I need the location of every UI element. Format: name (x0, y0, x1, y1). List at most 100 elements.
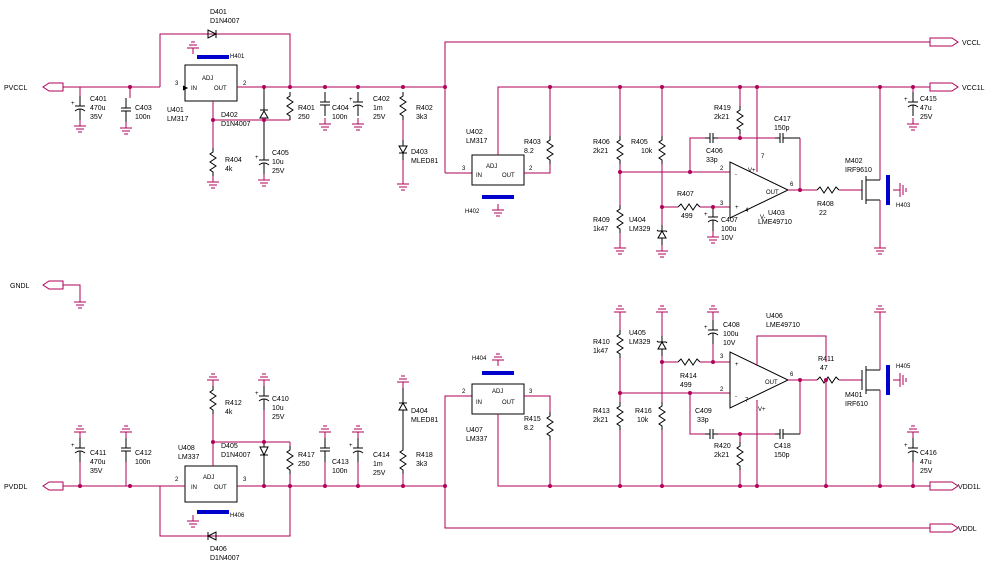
svg-text:M402: M402 (845, 158, 863, 165)
svg-text:U401: U401 (167, 107, 184, 114)
resistor-r408: R408 22 (816, 186, 840, 217)
resistor-r418: R418 3k3 (399, 445, 433, 475)
svg-text:D1N4007: D1N4007 (210, 18, 240, 25)
svg-text:R411: R411 (818, 356, 834, 363)
port-vddl: VDDL (929, 523, 977, 533)
svg-text:6: 6 (790, 372, 794, 378)
svg-text:PVDDL: PVDDL (4, 484, 27, 491)
regulator-u402: IN OUT ADJ 3 2 U402 LM317 (462, 129, 533, 186)
mosfet-m402: M402 IRF9610 (845, 158, 880, 204)
svg-text:8.2: 8.2 (524, 425, 534, 432)
resistor-r417: R417 250 (286, 445, 315, 475)
svg-text:2k21: 2k21 (593, 148, 608, 155)
diode-d406: D406 D1N4007 (206, 531, 240, 562)
svg-text:-: - (735, 394, 737, 400)
svg-text:OUT: OUT (214, 86, 227, 92)
svg-text:H404: H404 (472, 356, 487, 362)
svg-text:R405: R405 (631, 139, 648, 146)
svg-text:OUT: OUT (766, 190, 779, 196)
svg-text:D1N4007: D1N4007 (221, 452, 251, 459)
port-gndl: GNDL (10, 280, 64, 290)
svg-text:C416: C416 (920, 450, 937, 457)
svg-text:2k21: 2k21 (714, 452, 729, 459)
svg-text:H402: H402 (465, 209, 480, 215)
svg-text:10V: 10V (723, 340, 736, 347)
svg-text:150p: 150p (774, 125, 790, 132)
svg-text:MLED81: MLED81 (411, 158, 438, 165)
svg-text:1m: 1m (373, 105, 383, 112)
svg-text:35V: 35V (90, 468, 103, 475)
resistor-r414: R414 499 (677, 358, 701, 389)
svg-text:V-: V- (760, 215, 766, 221)
svg-text:R401: R401 (298, 105, 315, 112)
heatsink-h402: H402 (465, 195, 516, 217)
svg-text:4k: 4k (225, 409, 233, 416)
svg-text:10k: 10k (637, 417, 649, 424)
svg-text:-: - (735, 172, 737, 178)
svg-text:C418: C418 (774, 443, 791, 450)
port-vcc1l: VCC1L (929, 82, 985, 92)
svg-text:250: 250 (298, 114, 310, 121)
svg-text:3: 3 (243, 477, 247, 483)
svg-text:+: + (735, 205, 739, 211)
svg-text:47: 47 (820, 365, 828, 372)
led-d403: D403 MLED81 (396, 139, 438, 191)
cap-c404: C404 100n (318, 91, 349, 131)
svg-text:+: + (735, 362, 739, 368)
svg-text:OUT: OUT (214, 485, 227, 491)
heatsink-h401: H401 (186, 41, 245, 60)
resistor-r420: R420 2k21 (714, 441, 744, 471)
svg-text:H401: H401 (230, 54, 245, 60)
resistor-r419: R419 2k21 (714, 105, 744, 135)
svg-text:100u: 100u (723, 331, 739, 338)
svg-text:C412: C412 (135, 450, 152, 457)
svg-text:499: 499 (681, 213, 693, 220)
svg-text:H405: H405 (896, 364, 911, 370)
svg-text:ADJ: ADJ (202, 76, 213, 82)
cap-c403: C403 100n (119, 97, 152, 135)
svg-text:25V: 25V (920, 114, 933, 121)
svg-text:150p: 150p (774, 452, 790, 459)
resistor-r402: R402 3k3 (399, 91, 433, 121)
svg-text:R417: R417 (298, 452, 315, 459)
svg-text:M401: M401 (845, 392, 863, 399)
svg-text:R418: R418 (416, 452, 433, 459)
svg-text:2: 2 (243, 81, 247, 87)
diode-d401: D401 D1N4007 (207, 9, 240, 39)
port-vdd1l: VDD1L (929, 481, 981, 491)
svg-text:V+: V+ (748, 168, 756, 174)
heatsink-h404: H404 (472, 353, 516, 375)
svg-text:D1N4007: D1N4007 (221, 121, 251, 128)
svg-text:C417: C417 (774, 116, 791, 123)
svg-text:6: 6 (790, 182, 794, 188)
svg-text:35V: 35V (90, 114, 103, 121)
svg-text:C403: C403 (135, 105, 152, 112)
svg-text:LME49710: LME49710 (766, 322, 800, 329)
svg-text:3k3: 3k3 (416, 114, 427, 121)
svg-text:7: 7 (745, 398, 749, 404)
diode-d402: D402 D1N4007 (221, 87, 269, 150)
svg-text:IN: IN (476, 400, 482, 406)
svg-text:R420: R420 (714, 443, 731, 450)
svg-text:R409: R409 (593, 217, 610, 224)
svg-text:R408: R408 (817, 201, 834, 208)
resistor-r401: R401 250 (286, 91, 315, 121)
cap-c412: C412 100n (119, 425, 152, 466)
svg-text:2: 2 (720, 387, 724, 393)
svg-text:25V: 25V (373, 114, 386, 121)
resistor-r412: R412 4k (206, 373, 242, 416)
svg-text:LM329: LM329 (629, 339, 651, 346)
svg-text:LM337: LM337 (466, 436, 488, 443)
svg-text:10u: 10u (272, 405, 284, 412)
svg-text:10V: 10V (721, 235, 734, 242)
svg-text:100n: 100n (332, 114, 348, 121)
svg-text:2k21: 2k21 (714, 114, 729, 121)
svg-text:25V: 25V (272, 414, 285, 421)
svg-text:LM317: LM317 (167, 116, 189, 123)
svg-text:LM317: LM317 (466, 138, 488, 145)
svg-text:3: 3 (175, 81, 179, 87)
heatsink-h403: H403 (886, 175, 911, 209)
resistor-r410: R410 1k47 (593, 305, 627, 359)
heatsink-h406: H406 (186, 510, 245, 528)
